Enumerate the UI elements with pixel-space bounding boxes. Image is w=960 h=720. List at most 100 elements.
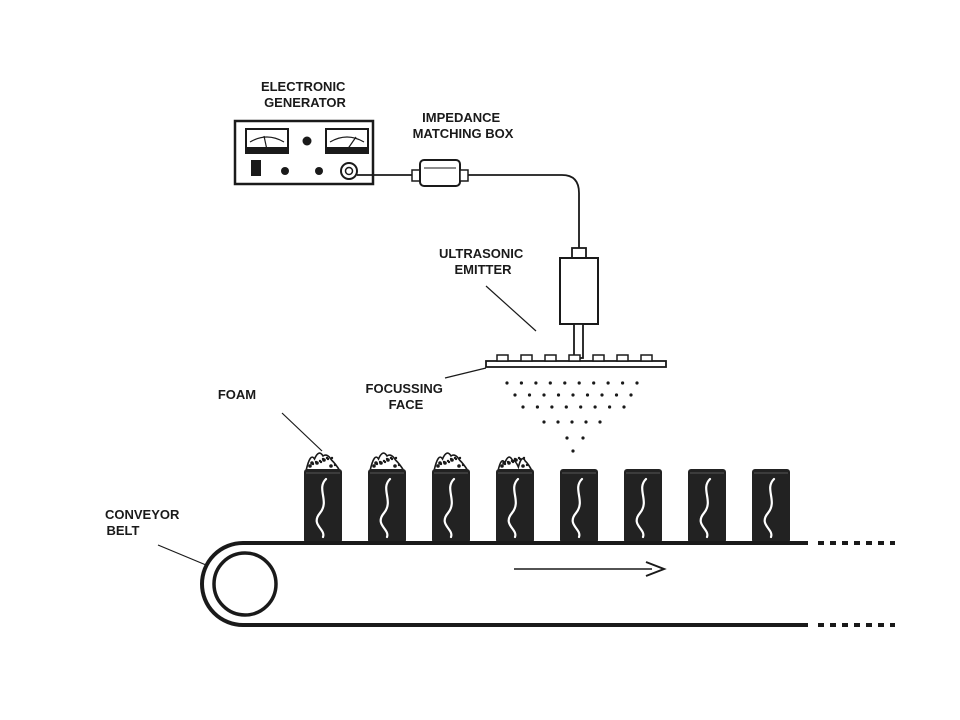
beam-dot: [513, 393, 517, 397]
focussing-tooth: [568, 354, 581, 362]
power-switch: [251, 160, 261, 176]
foam-bubble: [374, 461, 378, 465]
beam-dot: [571, 449, 575, 453]
foam-bubble: [333, 463, 337, 467]
beam-dot: [519, 381, 524, 385]
emitter-cap: [571, 247, 587, 259]
foam-bubble: [442, 460, 446, 464]
output-connector: [340, 162, 358, 180]
foam-bubble: [378, 460, 382, 464]
beam-dot: [521, 405, 525, 409]
beam-dot: [556, 420, 560, 424]
generator-knob-left: [281, 167, 289, 175]
foam-bubble: [329, 464, 333, 468]
beam-dot: [564, 405, 568, 409]
beam-dot: [629, 393, 633, 397]
foam-label: FOAM: [218, 387, 256, 402]
beam-dot: [622, 405, 626, 409]
foam-bubble: [506, 460, 510, 464]
foam-bubble: [436, 464, 440, 468]
beam-dot: [593, 405, 597, 409]
foam-bubble: [394, 456, 398, 460]
ultrasonic-emitter: ULTRASONIC EMITTER: [439, 246, 599, 359]
can-highlight: [571, 477, 584, 539]
focussing-tooth: [544, 354, 557, 362]
focussing-label: FOCUSSING FACE: [366, 381, 447, 412]
beam-dot: [571, 393, 575, 397]
beam-dot: [635, 381, 639, 385]
foam-bubble: [397, 463, 401, 467]
emitter-body: [559, 257, 599, 325]
impedance-label: IMPEDANCE MATCHING BOX: [413, 110, 514, 141]
beam-dot: [534, 381, 538, 385]
foam-bubble: [393, 464, 397, 468]
can: [752, 469, 790, 543]
generator-label: ELECTRONIC GENERATOR: [261, 79, 349, 110]
foam-bubble: [500, 464, 504, 468]
focussing-tooth: [496, 354, 509, 362]
beam-dot: [598, 420, 602, 424]
foam-bubble: [385, 457, 389, 461]
focussing-tooth: [520, 354, 533, 362]
foam-bubble: [389, 456, 393, 460]
generator-knob-top: [302, 136, 312, 146]
foam-bubble: [502, 461, 506, 465]
can-highlight: [507, 477, 520, 539]
belt-curve: [200, 541, 244, 627]
beam-dot: [577, 381, 581, 385]
generator-knob-right: [315, 167, 323, 175]
foam-bubble: [330, 456, 334, 460]
foam-bubble: [382, 459, 386, 463]
focussing-pointer: [444, 367, 487, 379]
can-highlight: [699, 477, 712, 539]
emitter-shaft: [573, 323, 584, 359]
foam-bubble: [521, 464, 525, 468]
right-meter: [325, 128, 369, 154]
beam-dot: [614, 393, 619, 397]
beam-dot: [606, 381, 610, 385]
foam-bubble: [438, 461, 442, 465]
foam-bubble: [510, 459, 514, 463]
box-plug-right: [459, 169, 469, 182]
beam-dot: [570, 420, 574, 424]
can: [688, 469, 726, 543]
focussing-face: FOCUSSING FACE: [366, 354, 667, 412]
beam-dot: [527, 393, 532, 397]
foam-callout: FOAM: [218, 387, 323, 452]
beam-dot: [548, 381, 552, 385]
emitter-pointer: [485, 285, 537, 332]
box-body: [419, 159, 461, 187]
foam-bubble: [513, 457, 517, 461]
beam-dot: [581, 436, 585, 440]
foam-bubble: [318, 459, 322, 463]
ultrasonic-beam: [505, 381, 639, 453]
direction-arrow: [514, 561, 667, 577]
beam-dot: [608, 405, 612, 409]
foam-bubble: [522, 456, 526, 460]
focussing-tooth: [592, 354, 605, 362]
can: [304, 452, 342, 543]
foam-bubble: [517, 456, 521, 460]
emitter-label: ULTRASONIC EMITTER: [439, 246, 527, 277]
cans-row: [304, 452, 790, 543]
can: [496, 456, 534, 543]
beam-dot: [579, 405, 583, 409]
conveyor-label: CONVEYOR BELT: [105, 507, 183, 538]
box-plug-left: [411, 169, 421, 182]
foam-bubble: [325, 456, 329, 460]
foam-bubble: [308, 464, 312, 468]
beam-dot: [505, 381, 509, 385]
conveyor-pointer: [157, 544, 207, 566]
foam-bubble: [310, 461, 314, 465]
can-highlight: [315, 477, 328, 539]
can: [624, 469, 662, 543]
foam-bubble: [525, 463, 529, 467]
foam-bubble: [461, 463, 465, 467]
foam-pointer: [281, 412, 323, 452]
beam-dot: [535, 405, 540, 409]
can: [368, 452, 406, 543]
beam-dot: [556, 393, 561, 397]
beam-dot: [584, 420, 588, 424]
foam-bubble: [453, 456, 457, 460]
